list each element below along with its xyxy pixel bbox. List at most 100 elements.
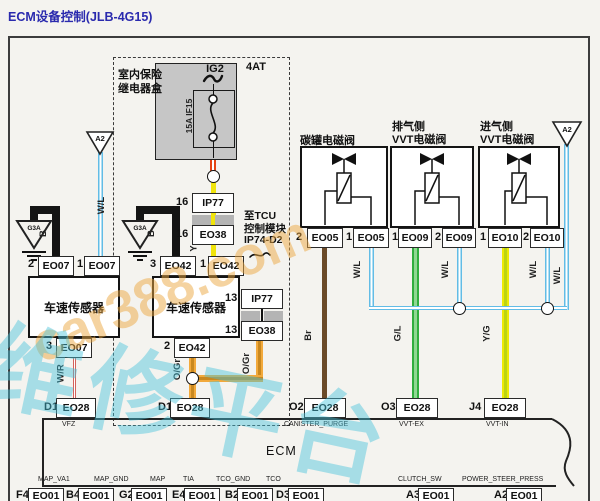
ecm-left-edge — [42, 418, 44, 487]
ecm-torn-right-edge — [551, 418, 575, 487]
vvt-in-label-line1: 进气侧 — [480, 121, 513, 133]
wire-b-ground2-vert — [172, 206, 180, 256]
fuse-lead-top — [212, 84, 215, 96]
connector-eo38-13: EO38 — [241, 321, 283, 341]
solenoid-valve-icon — [414, 153, 460, 225]
wire-wl-eo05 — [368, 248, 374, 310]
solenoid-valve-icon — [324, 153, 372, 225]
page-title: ECM设备控制(JLB-4G15) — [8, 10, 153, 24]
ecm-top-edge — [42, 418, 552, 420]
wire-y-to-eo42 — [210, 182, 216, 258]
svg-text:A2: A2 — [95, 134, 105, 143]
diagram-border — [8, 36, 590, 501]
vvt-ex-label-line1: 排气侧 — [392, 121, 425, 133]
ecm-pin-g2: G2 — [119, 489, 134, 501]
vvt-ex-pin-l: 1 — [392, 231, 399, 243]
connector-ip77-16: IP77 — [192, 193, 234, 213]
ecm-label: ECM — [266, 444, 297, 458]
stack13-pin-bottom: 13 — [225, 324, 238, 336]
connector-eo10-1: EO10 — [488, 228, 522, 248]
splice-junction-fuse — [207, 170, 220, 183]
tcu-continuation-squiggle — [249, 252, 271, 258]
connector-eo01-e4: EO01 — [184, 488, 220, 501]
connector-eo28-d1b: EO28 — [170, 398, 210, 418]
junction-wl-1 — [453, 302, 466, 315]
ecm-pin-o3: O3 — [381, 401, 396, 413]
wire-br-canister — [322, 248, 327, 399]
vvt-in-pin-r: 2 — [523, 231, 530, 243]
wire-b-ground2-horiz — [136, 206, 180, 214]
relay-box-name-line1: 室内保险 — [118, 69, 162, 81]
fuse-circuit-label: IG2 — [206, 63, 224, 75]
connector-eo05-1: EO05 — [353, 228, 389, 248]
wire-label-wl-a2left: W/L — [96, 196, 108, 215]
wire-gl-vvt-ex — [411, 248, 419, 399]
stack13-mate-right — [264, 311, 283, 321]
fuse-rating-label: 15A IF15 — [184, 98, 194, 134]
wire-ogr-link — [188, 374, 263, 382]
connector-eo28-o2: EO28 — [304, 398, 346, 418]
stack16-mate-right — [215, 215, 234, 225]
wire-label-wl-a2right: W/L — [552, 266, 564, 285]
sensor2-pin3: 3 — [150, 258, 157, 270]
vvt-ex-pin-r: 2 — [435, 231, 442, 243]
wire-label-b-1: B — [37, 230, 49, 237]
stack13-mate-left — [241, 311, 260, 321]
wire-label-wl-eo05: W/L — [352, 260, 364, 279]
ecm-pin-d1a: D1 — [44, 401, 59, 413]
svg-text:A2: A2 — [562, 125, 572, 134]
vehicle-speed-sensor-1: 车速传感器 — [28, 276, 120, 338]
canister-solenoid-body — [300, 146, 388, 228]
connector-eo01-d3: EO01 — [288, 488, 324, 501]
page-ref-a2-left-icon: A2 — [85, 131, 115, 156]
canister-solenoid-label: 碳罐电磁阀 — [300, 135, 355, 147]
wire-b-ground1-vert — [52, 206, 60, 256]
ecm-pin-j4: J4 — [469, 401, 482, 413]
stack13-pin-top: 13 — [225, 292, 238, 304]
connector-eo01-b2: EO01 — [237, 488, 273, 501]
connector-eo28-o3: EO28 — [396, 398, 438, 418]
ecm-pin-b2: B2 — [225, 489, 240, 501]
ecm-pin-a3: A3 — [406, 489, 421, 501]
ecm-pin-b4: B4 — [66, 489, 81, 501]
wire-wl-bus — [368, 306, 567, 310]
connector-eo07-3: EO07 — [56, 338, 92, 358]
ecm-signal-vvt-in: VVT-IN — [486, 421, 509, 428]
junction-wl-2 — [541, 302, 554, 315]
connector-eo38-16: EO38 — [192, 225, 234, 245]
wire-label-b-2: B — [145, 230, 157, 237]
sensor2-pin2: 2 — [164, 340, 171, 352]
svg-text:G3A: G3A — [133, 225, 147, 232]
sensor2-pin1: 1 — [200, 258, 207, 270]
stack16-pin-bottom: 16 — [176, 228, 189, 240]
ecm-signal-map-va1: MAP_VA1 — [38, 476, 70, 483]
stack16-pin-top: 16 — [176, 196, 189, 208]
connector-eo07-2: EO07 — [38, 256, 74, 276]
connector-eo01-b4: EO01 — [78, 488, 114, 501]
variant-label-4at: 4AT — [246, 61, 266, 73]
ecm-signal-tia: TIA — [183, 476, 194, 483]
connector-eo10-2: EO10 — [530, 228, 564, 248]
connector-eo01-g2: EO01 — [131, 488, 167, 501]
connector-eo01-a2: EO01 — [506, 488, 542, 501]
svg-text:G3A: G3A — [27, 225, 41, 232]
sensor1-pin2: 2 — [28, 258, 35, 270]
ecm-pin-d1b: D1 — [158, 401, 173, 413]
ground-g3a-1-icon: G3A — [15, 220, 53, 261]
wire-label-gl: G/L — [392, 325, 404, 342]
wire-wl-a2-right — [563, 144, 569, 310]
wire-wl-eo09 — [456, 248, 462, 308]
wire-label-y: Y — [188, 245, 200, 252]
stack13-link-line — [261, 307, 263, 323]
connector-eo42-1: EO42 — [208, 256, 244, 276]
wire-wr-vfz — [72, 358, 76, 399]
wire-label-wl-eo09: W/L — [440, 260, 452, 279]
relay-box-body — [155, 63, 237, 160]
connector-eo42-3: EO42 — [160, 256, 196, 276]
connector-eo28-d1a: EO28 — [56, 398, 96, 418]
wire-b-ground1-horiz — [30, 206, 60, 214]
vvt-in-pin-l: 1 — [480, 231, 487, 243]
vvt-ex-solenoid-body — [390, 146, 474, 228]
connector-eo09-1: EO09 — [398, 228, 432, 248]
